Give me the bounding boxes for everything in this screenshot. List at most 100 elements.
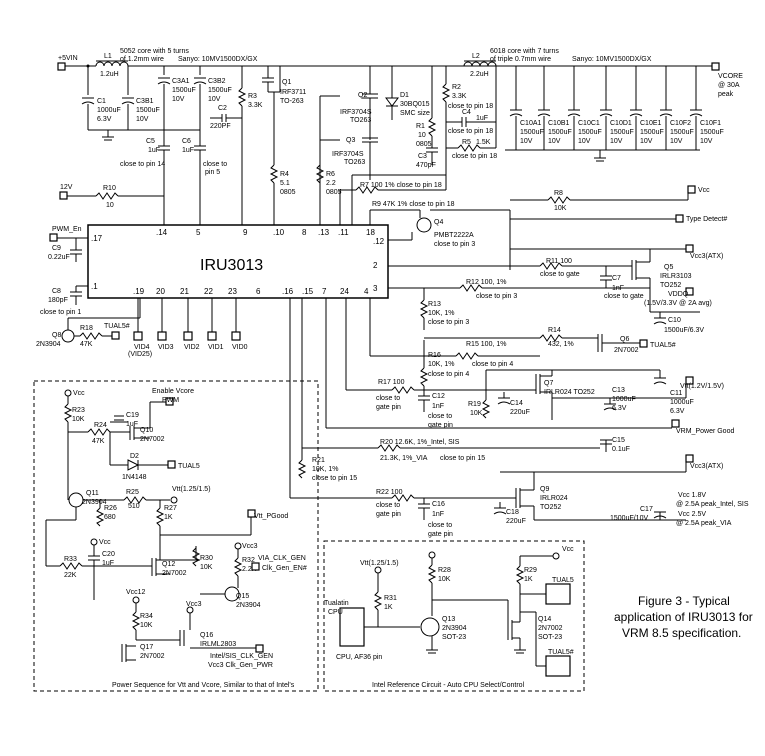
- ref-tual5-terminal: [545, 583, 571, 605]
- vid-label: VID2: [184, 344, 200, 351]
- r16-note: close to pin 4: [428, 371, 469, 378]
- resistor-r17: [391, 386, 415, 394]
- tual5-seq-terminal: [167, 460, 176, 469]
- inductor-l2: [463, 61, 497, 67]
- c15-label: C15: [612, 437, 625, 444]
- vddq-label: VDDQ: [668, 291, 689, 298]
- chip-pin-left: .17: [91, 234, 103, 243]
- resistor-r16: [419, 367, 429, 387]
- vid-terminal: [157, 331, 167, 341]
- pin-caps: C5 1uF close to pin 14 C6 1uF close to p…: [120, 130, 227, 225]
- resistor-r28: [427, 564, 437, 584]
- r12-note: close to pin 3: [476, 293, 517, 300]
- vtt-regulator: R15 100, 1% close to pin 4 R16 10K, 1% c…: [345, 298, 724, 429]
- c11-label: C11: [670, 390, 682, 397]
- r27-value: 1K: [164, 514, 173, 521]
- r5-note: close to pin 18: [452, 153, 497, 160]
- resistor-r25: [123, 496, 147, 504]
- cbank-label: C10D1: [610, 120, 632, 127]
- q6-label: Q6: [620, 336, 629, 343]
- ref-vcc-label: Vcc: [562, 546, 574, 553]
- q1-v1: IRF3711: [280, 89, 306, 96]
- pwm-en-label: PWM_En: [52, 226, 82, 233]
- cbank-voltage: 10V: [670, 138, 683, 145]
- resistor-r27: [155, 507, 165, 527]
- resistor-r32: [233, 557, 243, 577]
- chip-pin-top: 18: [366, 228, 375, 237]
- q2-label: Q2: [358, 92, 367, 99]
- c6-note2: pin 5: [205, 169, 220, 176]
- figure-caption: Figure 3 - Typical application of IRU301…: [614, 594, 753, 640]
- cbank-voltage: 10V: [700, 138, 713, 145]
- r13-value: 10K, 1%: [428, 310, 454, 317]
- r21-label: R21: [312, 457, 325, 464]
- r16-label: R16: [428, 352, 441, 359]
- cbank-value: 1500uF: [520, 129, 544, 136]
- c3b2-v1: 1500uF: [208, 87, 232, 94]
- c4-note: close to pin 18: [448, 128, 493, 135]
- vcc2-seq-label: Vcc: [99, 539, 111, 546]
- vcc3atx-terminal: [685, 244, 694, 253]
- vcc18-spec: @ 2.5A peak_Intel, SIS: [676, 501, 749, 508]
- tual5n-terminal: [111, 331, 120, 340]
- resistor-r13: [419, 299, 429, 319]
- c18-value: 220uF: [506, 518, 526, 525]
- q12-label: Q12: [162, 561, 175, 568]
- tual5-seq-label: TUAL5: [178, 463, 200, 470]
- r23-label: R23: [72, 407, 85, 414]
- resistor-r20: [377, 444, 401, 452]
- r34-label: R34: [140, 613, 153, 620]
- r1-v1: 10: [418, 132, 426, 139]
- r22-label: R22 100: [376, 489, 403, 496]
- via-clk-en-label: Clk_Gen_EN#: [262, 565, 307, 572]
- tual5n2-label: TUAL5#: [650, 342, 676, 349]
- resistor-r31: [373, 591, 383, 611]
- cbank-value: 1500uF: [578, 129, 602, 136]
- r1-v2: 0805: [416, 141, 432, 148]
- chip-body: [87, 224, 389, 299]
- q14-label: Q14: [538, 616, 551, 623]
- c11-v1: 1000uF: [670, 399, 694, 406]
- cbank-value: 1500uF: [548, 129, 572, 136]
- vcore-current: @ 30A: [718, 82, 740, 89]
- r18-value: 47K: [80, 341, 93, 348]
- c13-v1: 1000uF: [612, 396, 636, 403]
- c12-label: C12: [432, 393, 445, 400]
- c5-label: C5: [146, 138, 155, 145]
- q7-value: IRLR024 TO252: [544, 389, 595, 396]
- r3-label: R3: [248, 93, 257, 100]
- r29-value: 1K: [524, 576, 533, 583]
- r2-value: 3.3K: [452, 93, 467, 100]
- c2-label: C2: [218, 105, 227, 112]
- r11-label: R11 100: [546, 258, 572, 265]
- ref-tual5n-terminal: [545, 655, 571, 677]
- c17-value: 1500uF/10V: [610, 515, 648, 522]
- resistor-r19: [481, 399, 491, 419]
- vid25-label: (VID25): [128, 351, 152, 358]
- resistor-r1: [427, 117, 437, 137]
- r1-label: R1: [416, 123, 425, 130]
- q17-value: 2N7002: [140, 653, 165, 660]
- c2-value: 220PF: [210, 123, 231, 130]
- chip-pin-bottom: 21: [180, 287, 189, 296]
- c8-note: close to pin 1: [40, 309, 81, 316]
- cbank-voltage: 10V: [610, 138, 623, 145]
- d1-v2: SMC size: [400, 110, 430, 117]
- q4-v2: close to pin 3: [434, 241, 475, 248]
- r3-c2: R3 3.3K C2 220PF: [210, 66, 263, 225]
- r30-value: 10K: [200, 564, 213, 571]
- r14-value: 432, 1%: [548, 341, 574, 348]
- c10-value: 1500uF/6.3V: [664, 327, 704, 334]
- q4-label: Q4: [434, 219, 443, 226]
- q9-v2: TO252: [540, 504, 561, 511]
- c8-value: 180pF: [48, 297, 68, 304]
- r16-value: 10K, 1%: [428, 361, 454, 368]
- intel-clk-terminal: [255, 644, 264, 653]
- vid-label: VID0: [232, 344, 248, 351]
- vddq-spec: (1.5V/3.3V @ 2A avg): [644, 300, 712, 307]
- vrm-pg-terminal: [671, 419, 680, 428]
- q14-v2: SOT-23: [538, 634, 562, 641]
- via-clk-terminal: [251, 562, 260, 571]
